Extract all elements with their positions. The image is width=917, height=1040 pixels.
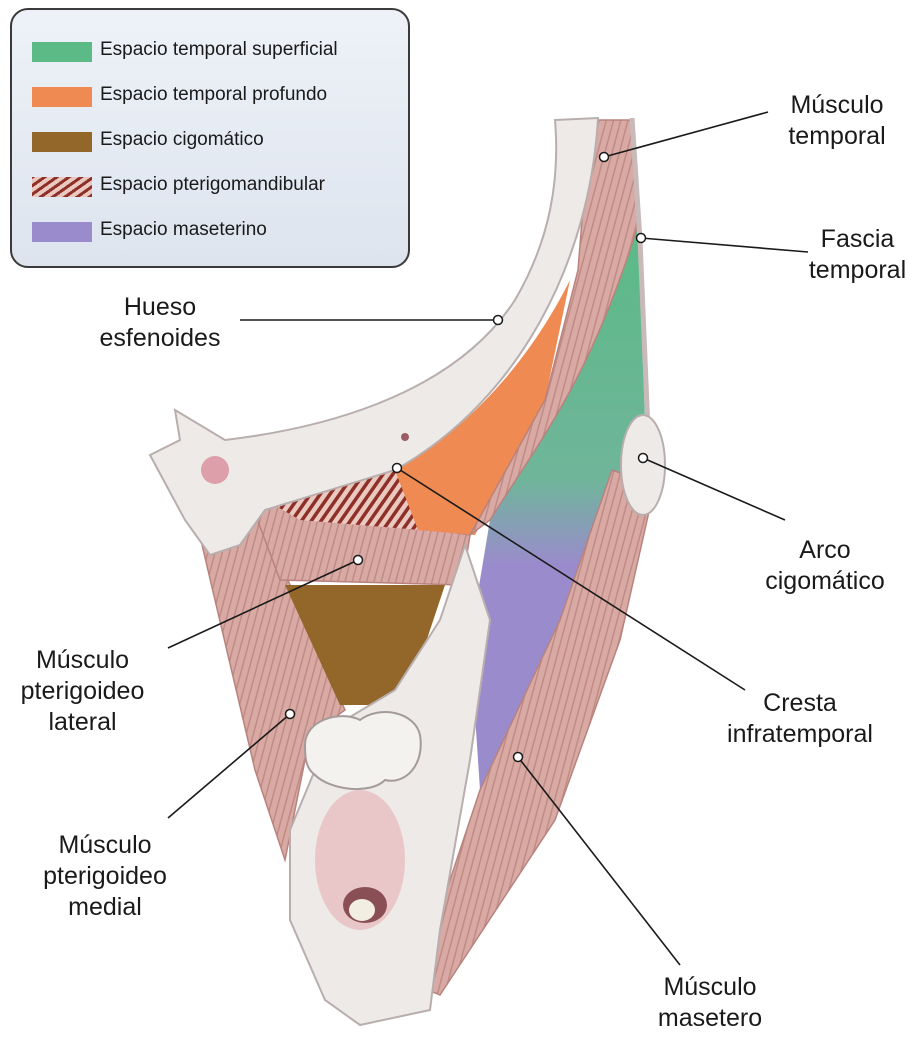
molar-tooth [305,712,421,789]
label-musculo-masetero: Músculo masetero [630,972,790,1034]
label-musculo-pterigoideo-medial: Músculo pterigoideo medial [20,830,190,923]
marker-musculo-masetero [514,753,523,762]
marker-fascia-temporal [637,234,646,243]
legend-label: Espacio maseterino [100,219,267,241]
legend-label: Espacio temporal profundo [100,84,327,106]
marker-pterigoideo-medial [286,710,295,719]
leader-fascia-temporal [641,238,808,252]
swatch-temporal-superficial [32,42,92,62]
label-arco-cigomatico: Arco cigomático [745,535,905,597]
legend-label: Espacio temporal superficial [100,39,338,61]
label-musculo-temporal: Músculo temporal [762,90,912,152]
swatch-temporal-profundo [32,87,92,107]
leader-musculo-masetero [518,757,680,965]
swatch-pterigomandibular [32,177,92,197]
legend-label: Espacio cigomático [100,129,264,151]
marker-pterigoideo-lateral [354,556,363,565]
marker-cresta-infratemporal [393,464,402,473]
label-fascia-temporal: Fascia temporal [800,224,915,286]
swatch-maseterino [32,222,92,242]
label-musculo-pterigoideo-lateral: Músculo pterigoideo lateral [0,645,165,738]
label-cresta-infratemporal: Cresta infratemporal [700,688,900,750]
marker-musculo-temporal [600,153,609,162]
leader-arco-cigomatico [643,458,785,520]
marker-arco-cigomatico [639,454,648,463]
marker-hueso-esfenoides [494,316,503,325]
legend-label: Espacio pterigomandibular [100,174,325,196]
label-hueso-esfenoides: Hueso esfenoides [80,292,240,354]
swatch-cigomatico [32,132,92,152]
legend: Espacio temporal superficial Espacio tem… [10,8,410,268]
